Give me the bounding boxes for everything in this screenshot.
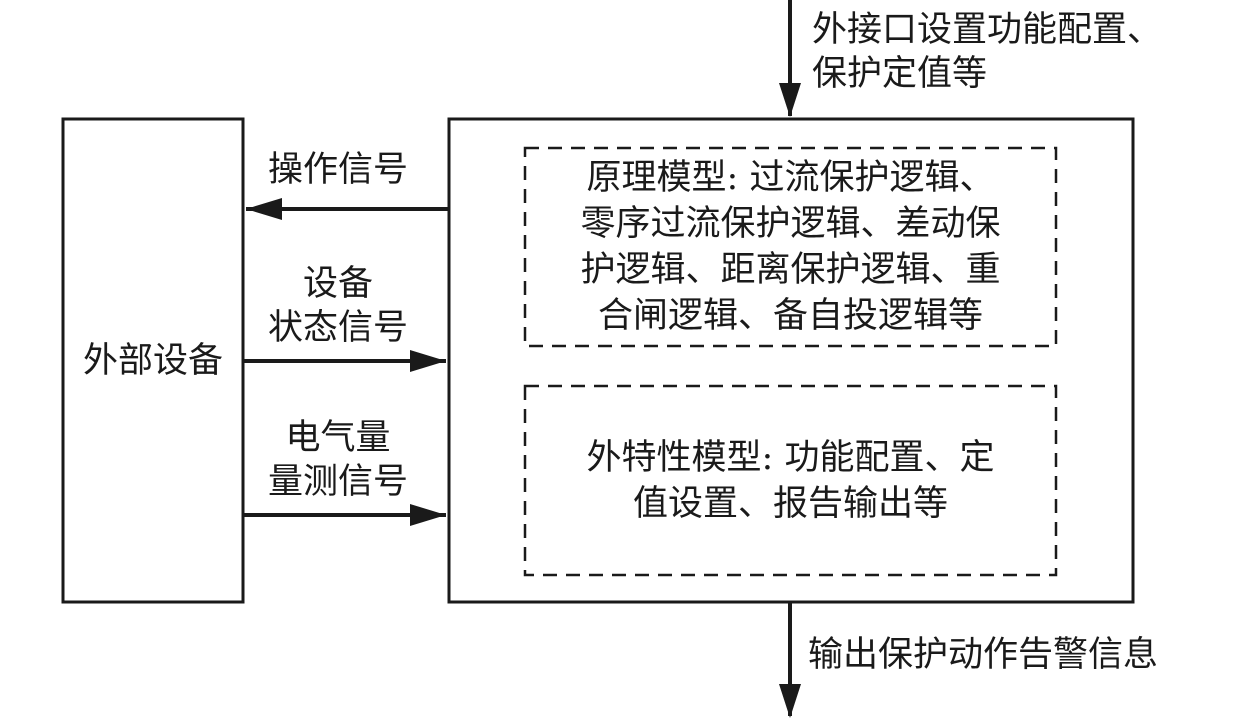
principle-model-line: 原理模型: 过流保护逻辑、 bbox=[586, 158, 995, 198]
device-status-signal-arrowhead bbox=[410, 350, 446, 372]
operation-signal-arrowhead bbox=[246, 198, 282, 220]
external-characteristic-model-box bbox=[523, 384, 1058, 577]
output-arrowhead bbox=[779, 684, 801, 718]
device-status-signal-line: 设备 bbox=[302, 264, 373, 304]
electrical-measurement-signal-line: 量测信号 bbox=[267, 462, 408, 502]
input-label: 外接口设置功能配置、 保护定值等 bbox=[812, 8, 1162, 96]
operation-signal-label: 操作信号 bbox=[267, 150, 408, 190]
principle-model-box bbox=[523, 146, 1058, 348]
device-status-signal-line: 状态信号 bbox=[267, 308, 408, 348]
input-label-line: 外接口设置功能配置、 bbox=[812, 10, 1163, 50]
external-characteristic-model: 外特性模型: 功能配置、定 值设置、报告输出等 bbox=[525, 386, 1056, 575]
input-arrowhead bbox=[779, 83, 801, 117]
external-device: 外部设备 bbox=[63, 119, 243, 602]
electrical-measurement-signal-arrowhead bbox=[410, 504, 446, 526]
principle-model-line: 零序过流保护逻辑、差动保 bbox=[580, 204, 1001, 244]
input-label-line: 保护定值等 bbox=[812, 54, 988, 94]
principle-model-line: 护逻辑、距离保护逻辑、重 bbox=[580, 250, 1001, 290]
principle-model: 原理模型: 过流保护逻辑、 零序过流保护逻辑、差动保 护逻辑、距离保护逻辑、重 … bbox=[525, 148, 1056, 346]
electrical-measurement-signal-label: 电气量 量测信号 bbox=[243, 416, 433, 504]
principle-model-line: 合闸逻辑、备自投逻辑等 bbox=[597, 296, 983, 336]
electrical-measurement-signal-line: 电气量 bbox=[285, 418, 391, 458]
external-characteristic-model-line: 值设置、报告输出等 bbox=[632, 483, 948, 524]
principle-model-text: 原理模型: 过流保护逻辑、 零序过流保护逻辑、差动保 护逻辑、距离保护逻辑、重 … bbox=[580, 155, 1000, 339]
external-characteristic-model-text: 外特性模型: 功能配置、定 值设置、报告输出等 bbox=[587, 435, 995, 527]
external-characteristic-model-line: 外特性模型: 功能配置、定 bbox=[586, 437, 995, 478]
device-status-signal-label: 设备 状态信号 bbox=[243, 262, 433, 350]
output-label: 输出保护动作告警信息 bbox=[808, 635, 1159, 675]
external-device-label: 外部设备 bbox=[82, 340, 223, 381]
